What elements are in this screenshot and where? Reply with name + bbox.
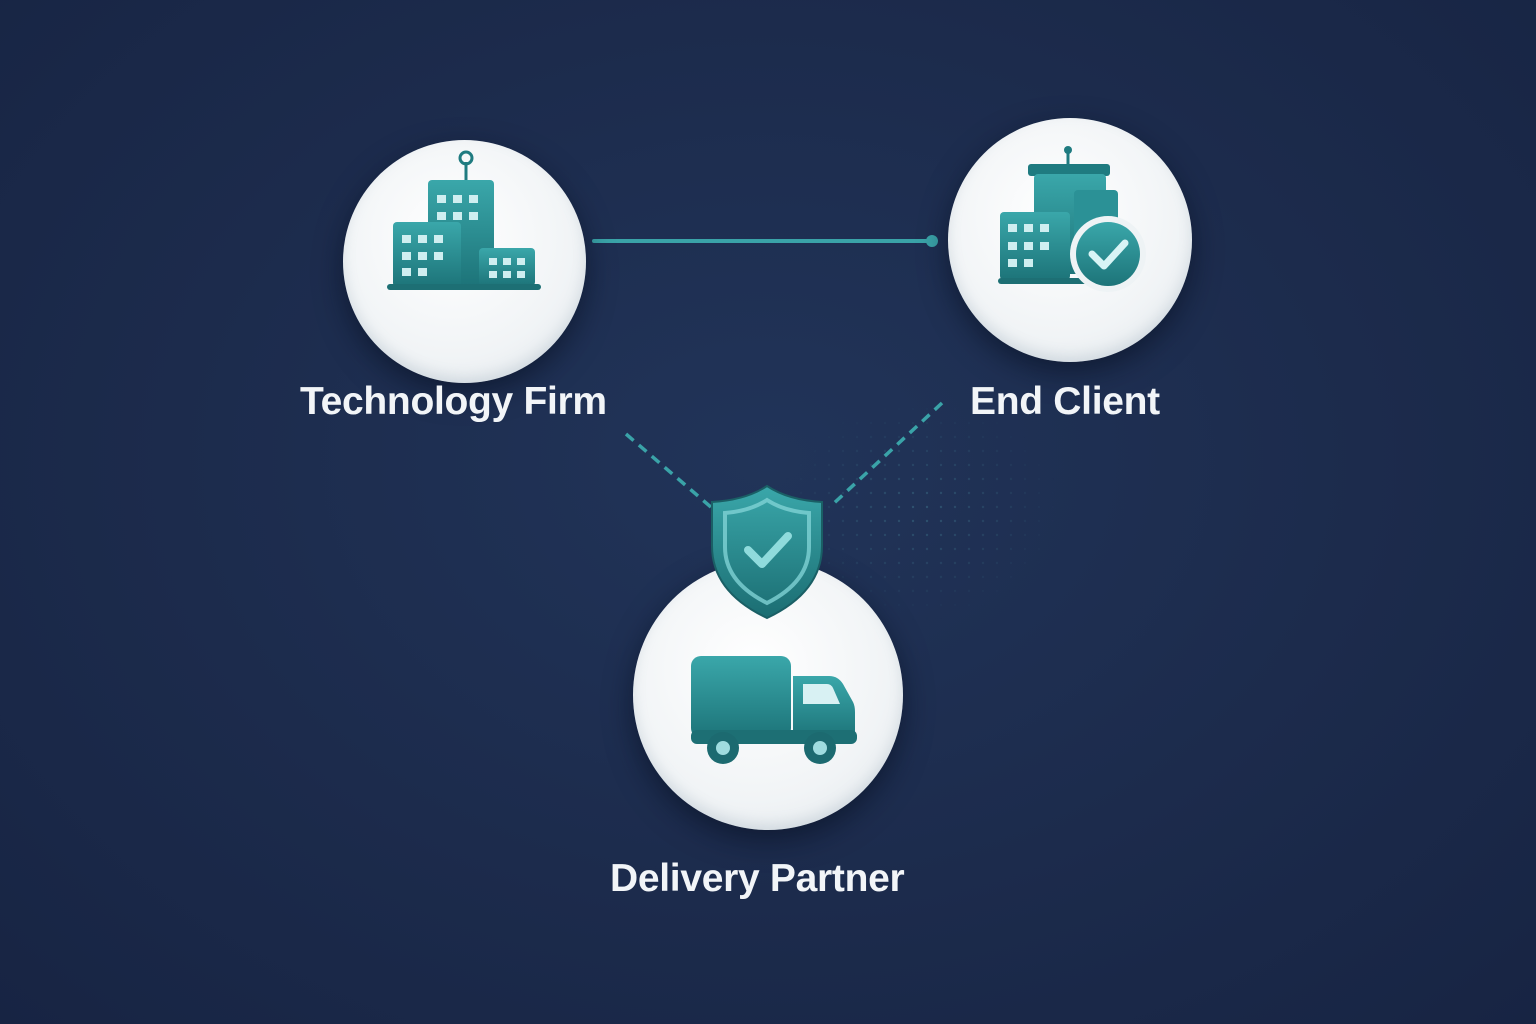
delivery-partner-label: Delivery Partner: [610, 857, 905, 900]
verified-building-icon: [998, 146, 1146, 292]
connector-endpoint-dot: [926, 235, 938, 247]
dashed-connector-client-to-delivery: [830, 401, 944, 507]
delivery-partner-node[interactable]: [633, 560, 903, 830]
shield-check-icon: [711, 484, 823, 620]
end-client-label: End Client: [970, 380, 1160, 423]
technology-firm-label: Technology Firm: [300, 380, 607, 423]
office-buildings-icon: [387, 150, 541, 290]
technology-firm-node[interactable]: [343, 140, 586, 383]
delivery-truck-icon: [691, 656, 857, 764]
end-client-node[interactable]: [948, 118, 1192, 362]
dashed-connector-tech-to-delivery: [624, 432, 714, 510]
